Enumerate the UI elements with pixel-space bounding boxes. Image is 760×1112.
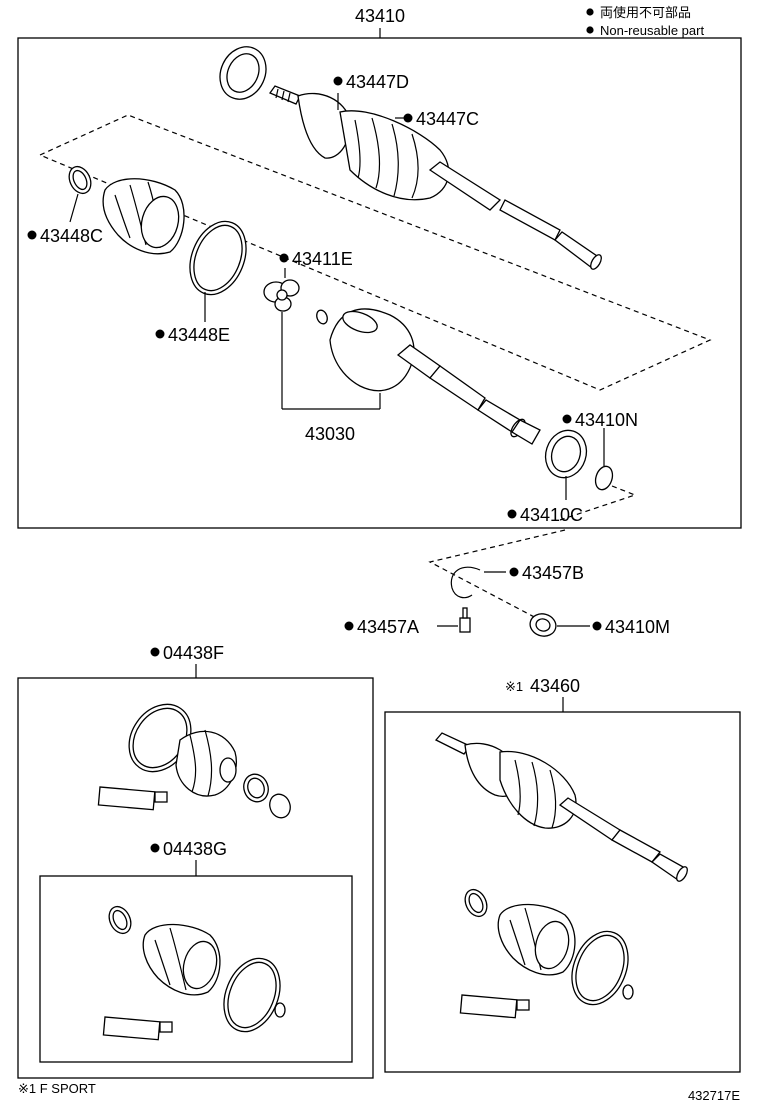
legend-dot-icon [586, 8, 594, 16]
label-43410[interactable]: 43410 [355, 6, 405, 26]
label-43410N[interactable]: 43410N [575, 410, 638, 430]
kit-F-parts[interactable] [97, 692, 293, 820]
boot-clamp-large[interactable] [180, 213, 257, 303]
sport-boot-parts[interactable] [459, 886, 638, 1019]
diagram-id: 432717E [688, 1088, 740, 1103]
circlip[interactable] [450, 566, 481, 599]
footer-note: ※1 F SPORT [18, 1081, 96, 1096]
label-43411E[interactable]: 43411E [292, 249, 353, 269]
label-43030[interactable]: 43030 [305, 424, 355, 444]
label-43447C[interactable]: 43447C [416, 109, 479, 129]
o-ring[interactable] [593, 464, 616, 492]
label-43457A[interactable]: 43457A [357, 617, 419, 637]
legend: 両使用不可部品 Non-reusable part [586, 5, 704, 38]
seal-43410M[interactable] [528, 611, 559, 639]
label-43410C[interactable]: 43410C [520, 505, 583, 525]
tripod-joint[interactable] [263, 279, 300, 312]
label-04438G[interactable]: 04438G [163, 839, 227, 859]
label-43460[interactable]: 43460 [530, 676, 580, 696]
boot-clamp-small[interactable] [65, 163, 95, 197]
label-43447D[interactable]: 43447D [346, 72, 409, 92]
assembly-box-sport [384, 711, 741, 1073]
bolt-43457A[interactable] [459, 607, 471, 633]
bearing[interactable] [540, 425, 593, 483]
snap-ring-small[interactable] [315, 309, 329, 326]
sport-shaft-assembly[interactable] [434, 732, 689, 883]
label-43410M[interactable]: 43410M [605, 617, 670, 637]
inner-dashed-boundary [39, 114, 712, 391]
legend-japanese: 両使用不可部品 [600, 5, 691, 20]
legend-english: Non-reusable part [600, 23, 704, 38]
label-43448E[interactable]: 43448E [168, 325, 230, 345]
inboard-joint-housing[interactable] [329, 307, 541, 445]
inboard-boot[interactable] [102, 178, 185, 255]
upper-shaft-assembly[interactable] [212, 39, 604, 271]
connector-dashed [428, 529, 566, 621]
label-04438F[interactable]: 04438F [163, 643, 224, 663]
assembly-box-main [17, 37, 742, 529]
label-43457B[interactable]: 43457B [522, 563, 584, 583]
label-43460-mark: ※1 [505, 679, 523, 694]
kit-G-parts[interactable] [102, 903, 290, 1041]
legend-dot-icon [586, 26, 594, 34]
label-43448C[interactable]: 43448C [40, 226, 103, 246]
